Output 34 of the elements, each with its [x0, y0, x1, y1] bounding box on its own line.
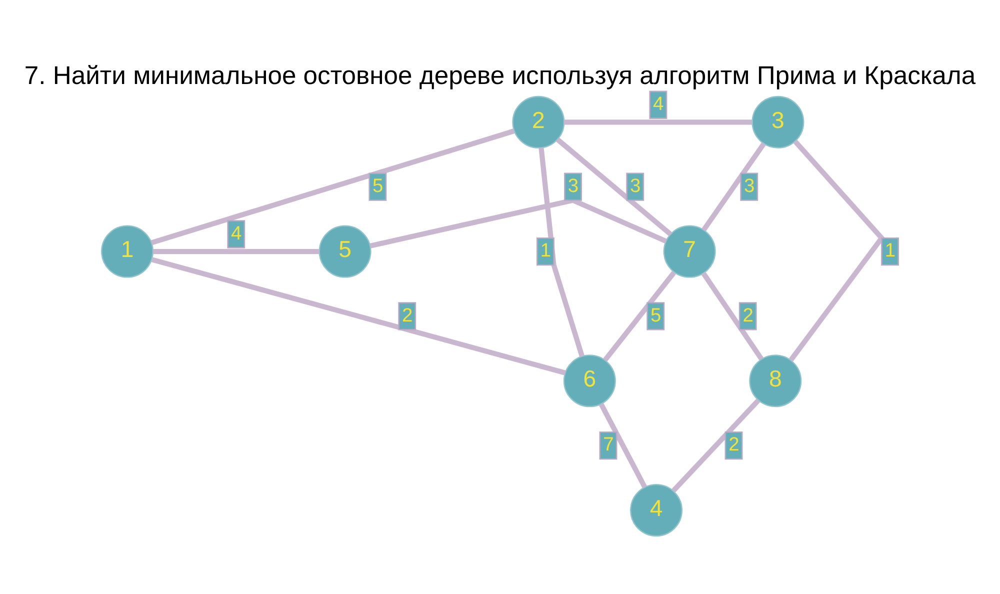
- connector: [564, 120, 752, 125]
- edge-label: 5: [650, 305, 662, 326]
- connector: [538, 147, 584, 358]
- connector: [150, 128, 515, 246]
- edge-label: 3: [744, 176, 755, 197]
- edge-label: 2: [728, 434, 740, 456]
- edge-label: 1: [540, 240, 552, 262]
- edge-label: 7: [603, 434, 614, 456]
- edge-label: 2: [742, 305, 754, 326]
- node-circle: 8: [749, 354, 802, 408]
- edge-label: 1: [884, 240, 896, 262]
- edge-label: 4: [653, 94, 664, 115]
- connector: [370, 198, 667, 248]
- connector: [153, 248, 320, 254]
- connector: [702, 142, 766, 232]
- connector: [701, 272, 764, 360]
- edge-label: 3: [568, 176, 579, 197]
- node-circle: 2: [512, 96, 565, 148]
- edge-label: 2: [402, 305, 413, 326]
- node-circle: 1: [101, 225, 154, 278]
- connector: [556, 138, 672, 236]
- connector: [789, 140, 884, 362]
- edge-label: 4: [231, 223, 242, 244]
- node-circle: 7: [663, 225, 716, 278]
- connector: [671, 398, 760, 493]
- edge-label: 3: [630, 176, 641, 197]
- node-circle: 3: [752, 96, 804, 148]
- node-circle: 5: [318, 225, 372, 278]
- node-circle: 6: [563, 354, 616, 408]
- connector: [603, 271, 676, 362]
- connector: [151, 257, 566, 376]
- edge-label: 5: [372, 176, 384, 197]
- node-circle: 4: [630, 484, 683, 537]
- diagram-title: 7. Найти минимальное остовное дереве используя алгоритм Прима и Краскала: [24, 62, 976, 90]
